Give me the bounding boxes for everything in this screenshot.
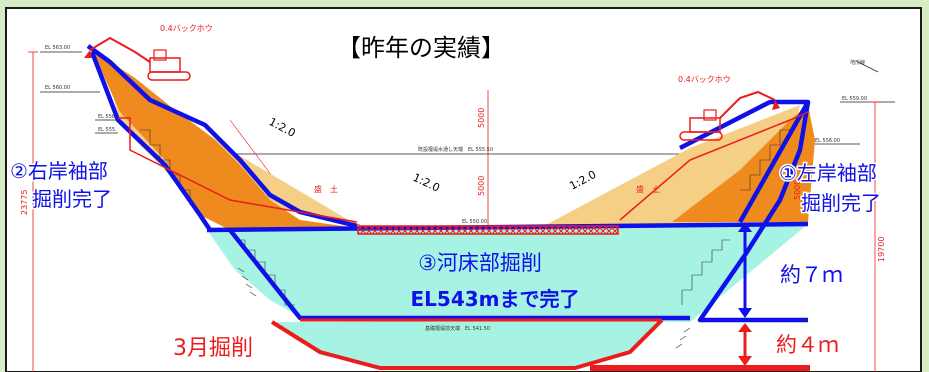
crest-hatched-bar: [357, 225, 619, 235]
callout-march: 3月掘削: [173, 336, 253, 361]
callout-right-bank-line2: 掘削完了: [32, 187, 112, 211]
excavator-right-icon: [679, 90, 780, 141]
base-elevation: 基礎堰堤前天端 EL 541.50: [425, 325, 490, 332]
march-excavation-region: [275, 320, 660, 368]
riverbed-region: [207, 224, 808, 322]
fill-label-left: 盛 土: [314, 184, 338, 194]
fill-label-right: 盛 土: [636, 184, 660, 194]
callout-right-bank-line1: ②右岸袖部: [10, 159, 108, 183]
completed-outlines: [86, 44, 811, 323]
elevation-556: EL 556.00: [815, 138, 840, 144]
excavator-right-label: 0.4バックホウ: [678, 75, 731, 84]
elevation-555: EL 555.: [98, 127, 117, 133]
callout-right-bank: ②右岸袖部 掘削完了: [9, 158, 114, 213]
dimension-left: 23775: [20, 190, 29, 215]
toe-hatching: [237, 267, 691, 349]
excavator-left-icon: [84, 36, 191, 81]
dimension-lower-5000: 5000: [477, 176, 486, 196]
excavator-left-label: 0.4バックホウ: [160, 24, 213, 33]
crest-elevation: 既設堰堤水通し天端 EL 555.50: [418, 146, 493, 153]
right-excavated-region: [672, 105, 815, 222]
dimension-right-5000: 5000: [793, 180, 802, 200]
red-thin-outlines: [118, 111, 809, 223]
elevation-558: EL 558.: [98, 114, 117, 120]
callout-approx-7m: 約７ｍ: [780, 263, 843, 287]
dimension-arrows: [738, 222, 752, 366]
elevation-560: EL 560.00: [45, 85, 70, 91]
march-outline: [270, 318, 810, 371]
diagram-title: 【昨年の実績】: [337, 34, 505, 62]
elevation-559: EL 559.00: [842, 96, 867, 102]
callout-approx-4m: 約４ｍ: [776, 333, 839, 357]
callout-left-bank-line1: ①左岸袖部: [779, 161, 877, 185]
dimension-upper-5000: 5000: [477, 108, 486, 128]
callout-left-bank-line2: 掘削完了: [801, 191, 881, 215]
terrain-label: 地形線: [850, 59, 865, 66]
elevation-550: EL 550.00: [462, 219, 487, 225]
callout-el-done: EL543mまで完了: [411, 287, 580, 311]
callout-riverbed: ③河床部掘削: [418, 251, 542, 275]
callout-left-bank: ①左岸袖部 掘削完了: [778, 160, 883, 217]
elevation-563: EL 563.00: [45, 45, 70, 51]
dimension-right: 19700: [877, 237, 886, 262]
